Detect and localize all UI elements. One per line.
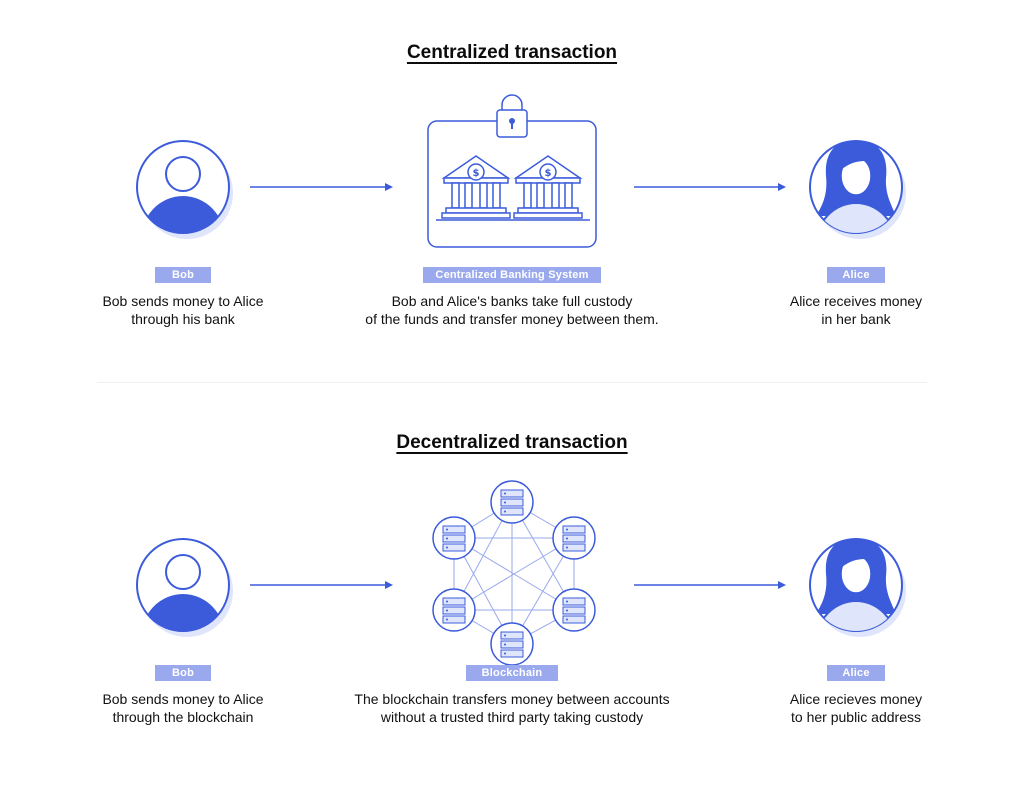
- arrow-bob-to-bank: [250, 183, 393, 191]
- svg-text:$: $: [473, 168, 480, 179]
- lock-icon: [496, 94, 528, 138]
- alice-badge-2: Alice: [827, 665, 885, 681]
- section-divider: [97, 382, 927, 383]
- bob-badge-2: Bob: [155, 665, 211, 681]
- server-node-icon-top: [490, 480, 534, 524]
- decentralized-title: Decentralized transaction: [396, 432, 628, 453]
- arrow-bank-to-alice: [634, 183, 786, 191]
- alice-badge: Alice: [827, 267, 885, 283]
- arrow-bob-to-blockchain: [250, 581, 393, 589]
- alice-woman-icon: [809, 140, 906, 239]
- blockchain-badge: Blockchain: [466, 665, 558, 681]
- server-node-icon-bottom: [490, 622, 534, 666]
- server-node-icon-lower-left: [432, 588, 476, 632]
- bob-user-icon: [136, 140, 233, 239]
- centralized-title: Centralized transaction: [406, 42, 618, 63]
- arrow-blockchain-to-alice: [634, 581, 786, 589]
- bob-user-icon-2: [136, 538, 233, 637]
- alice-woman-icon-2: [809, 538, 906, 637]
- bank-icon-left: $: [441, 155, 511, 219]
- bank-icon-right: $: [513, 155, 583, 219]
- banking-system-badge: Centralized Banking System: [423, 267, 601, 283]
- bob-badge: Bob: [155, 267, 211, 283]
- server-node-icon-upper-left: [432, 516, 476, 560]
- blockchain-description: The blockchain transfers money between a…: [354, 691, 670, 725]
- server-node-icon-upper-right: [552, 516, 596, 560]
- svg-text:$: $: [545, 168, 552, 179]
- server-node-icon-lower-right: [552, 588, 596, 632]
